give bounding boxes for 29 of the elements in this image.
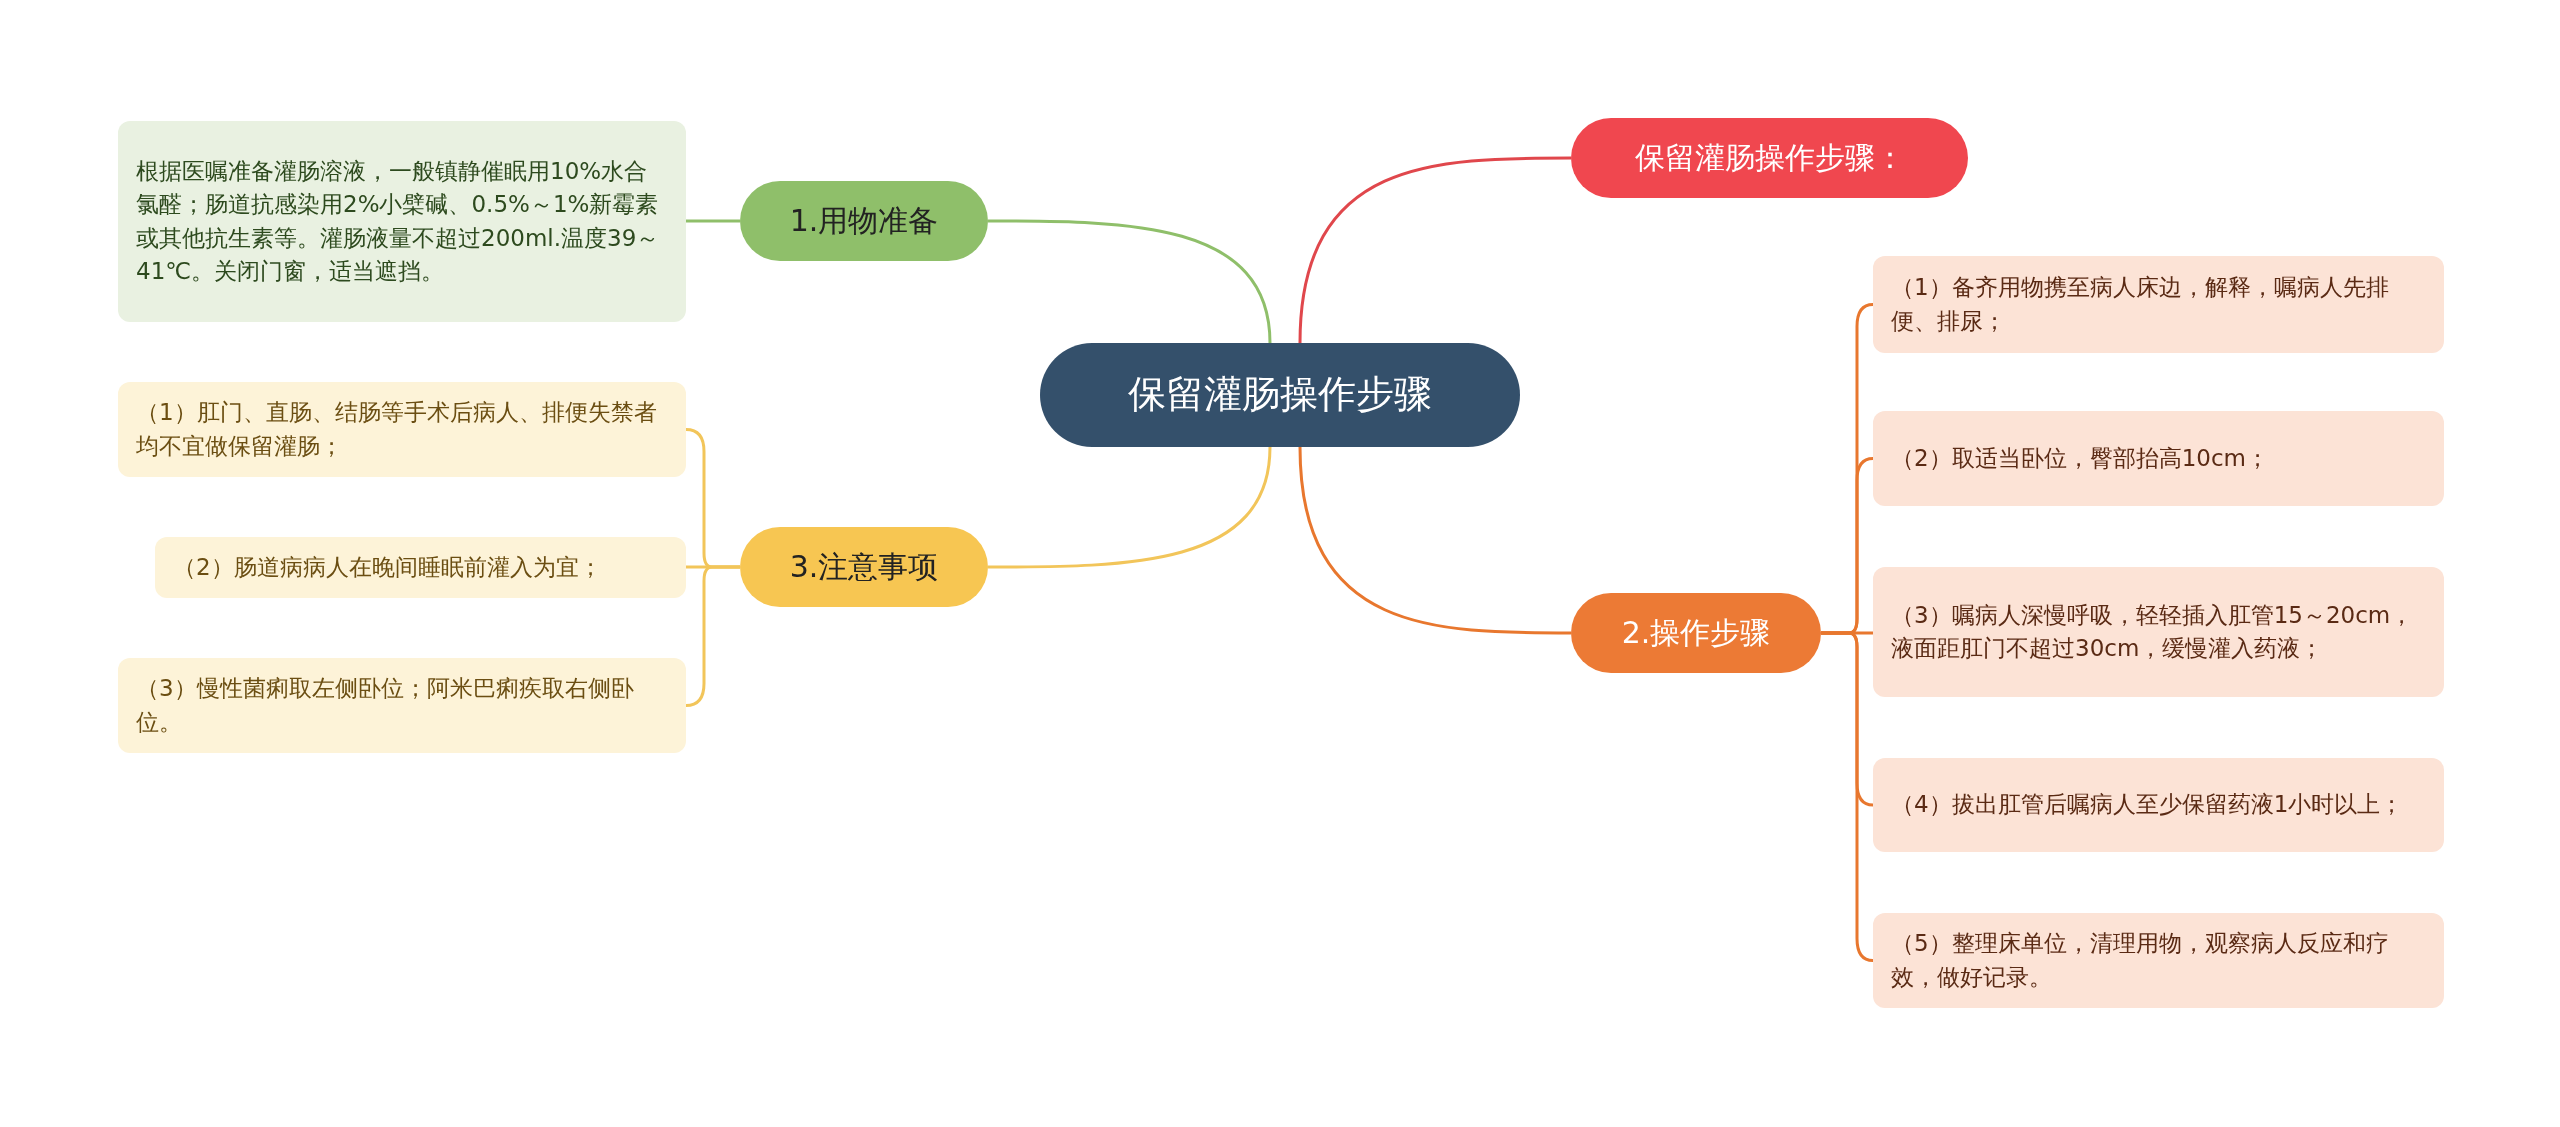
- note-card: [1873, 913, 2444, 1008]
- note-card: [118, 121, 686, 322]
- connector-line: [1298, 446, 1571, 635]
- note-text: （3）慢性菌痢取左侧卧位；阿米巴痢疾取右侧卧位。: [136, 674, 635, 737]
- connector-line: [686, 219, 740, 223]
- note-card: [1873, 758, 2444, 852]
- note-text: （4）拔出肛管后嘱病人至少保留药液1小时以上；: [1891, 790, 2404, 820]
- note-card: [1873, 256, 2444, 353]
- topic-label: 保留灌肠操作步骤: [1128, 371, 1432, 419]
- note-text: 根据医嘱准备灌肠溶液，一般镇静催眠用10%水合氯醛；肠道抗感染用2%小檗碱、0.5%～1%新霉素或其他抗生素等。灌肠液量不超过200ml.温度39～41℃。关闭门窗，适当遮挡。: [136, 156, 661, 286]
- note-card: [1873, 567, 2444, 697]
- note-text: （2）取适当卧位，臀部抬高10cm；: [1891, 443, 2269, 473]
- topic-label: 2.操作步骤: [1621, 614, 1771, 653]
- note-text: （3）嘱病人深慢呼吸，轻轻插入肛管15～20cm，液面距肛门不超过30cm，缓慢灌入药液；: [1891, 600, 2415, 663]
- note-text: （1）肛门、直肠、结肠等手术后病人、排便失禁者均不宜做保留灌肠；: [136, 398, 658, 461]
- note-text: （2）肠道病病人在晚间睡眠前灌入为宜；: [173, 552, 602, 582]
- note-card: [1873, 411, 2444, 506]
- connector-line: [1821, 631, 1874, 962]
- topic-label: 1.用物准备: [789, 202, 939, 241]
- note-text: （1）备齐用物携至病人床边，解释，嘱病人先排便、排尿；: [1891, 273, 2390, 336]
- note-card: [155, 537, 686, 598]
- topic-label: 保留灌肠操作步骤：: [1634, 139, 1905, 178]
- connector-line: [988, 219, 1272, 344]
- connector-line: [988, 446, 1272, 569]
- note-card: [118, 658, 686, 753]
- connector-line: [1298, 156, 1571, 344]
- topic-label: 3.注意事项: [789, 548, 939, 587]
- note-card: [118, 382, 686, 477]
- note-text: （5）整理床单位，清理用物，观察病人反应和疗效，做好记录。: [1891, 929, 2390, 992]
